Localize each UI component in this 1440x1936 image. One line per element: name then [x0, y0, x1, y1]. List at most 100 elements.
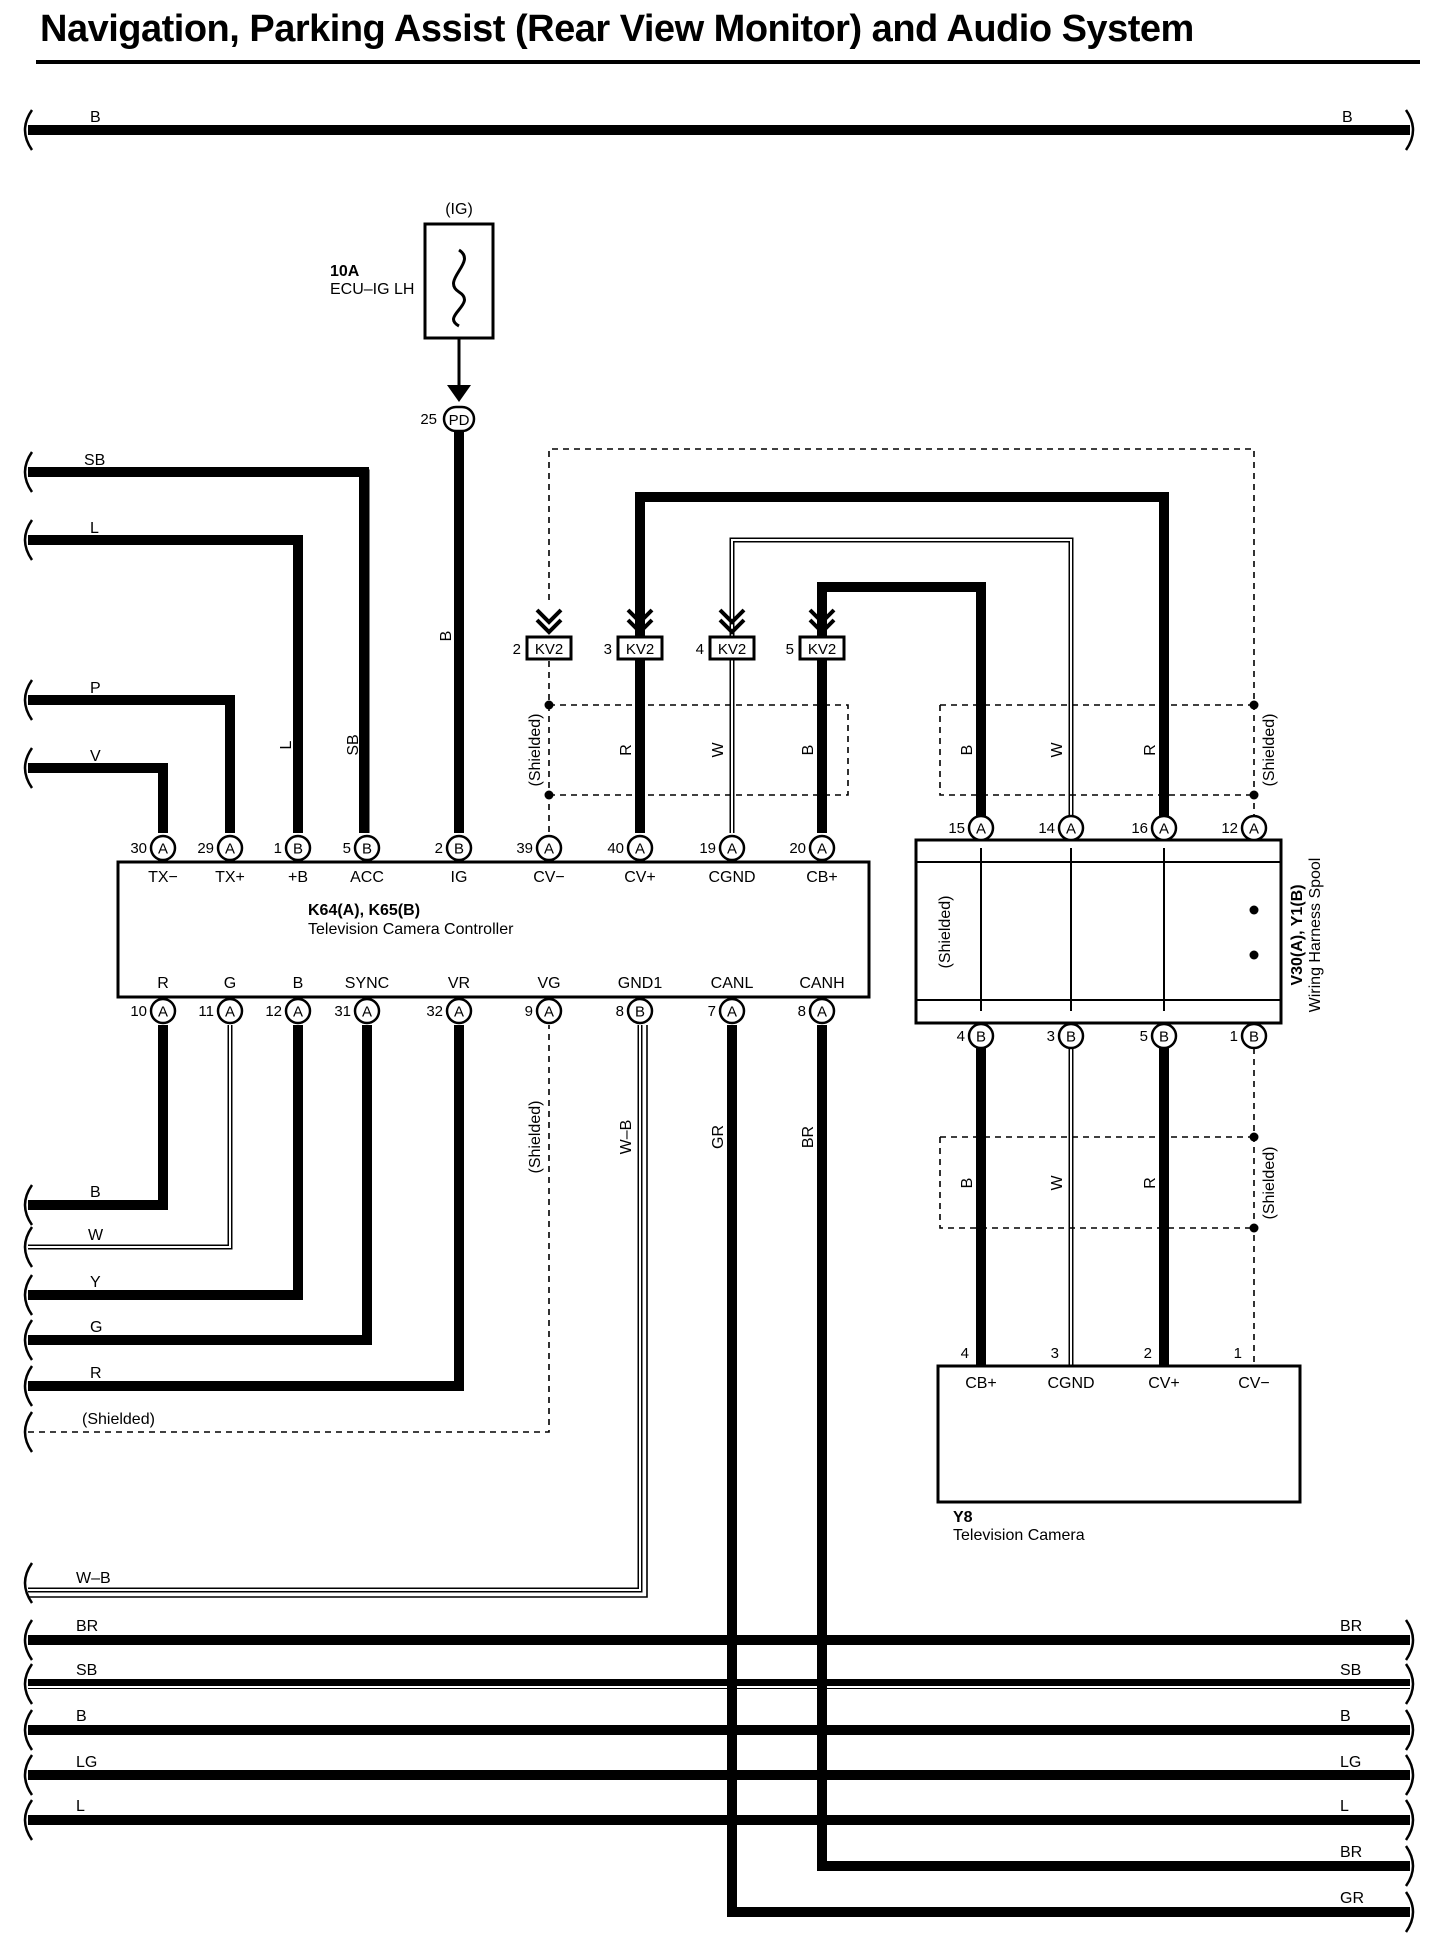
break-symbol [23, 1319, 34, 1361]
controller-bottom-pin [216, 997, 244, 1025]
spool-shield-label: (Shielded) [937, 896, 954, 969]
camera-subtitle: Television Camera [953, 1527, 1085, 1544]
pin-number: 11 [198, 1003, 214, 1020]
spool-top-pin [1057, 814, 1085, 842]
left-bottom-label-y: Y [90, 1274, 101, 1291]
pin-number: 5 [1140, 1028, 1148, 1045]
vertical-label-plus-b: L [278, 740, 295, 749]
fuse-box [423, 222, 495, 340]
left-wire-label-sb: SB [84, 452, 105, 469]
controller-name: K64(A), K65(B) [308, 902, 420, 919]
kv2-label: KV2 [626, 641, 654, 658]
spool-bottom-pin [967, 1022, 995, 1050]
controller-bottom-pin [808, 997, 836, 1025]
vertical-label-cb-plus: B [800, 745, 817, 756]
pin-number: 1 [274, 840, 282, 857]
break-symbol [1404, 109, 1415, 151]
controller-top-terminal: CV− [533, 869, 565, 886]
pd-connector [442, 405, 476, 433]
bus-left-label: B [76, 1708, 87, 1725]
pd-connector-label: PD [449, 412, 470, 429]
pin-number: 10 [130, 1003, 147, 1020]
bus-left-label: LG [76, 1754, 97, 1771]
controller-top-pin [535, 834, 563, 862]
pin-number: 8 [616, 1003, 624, 1020]
bus-right-label: BR [1340, 1618, 1362, 1635]
page-title: Navigation, Parking Assist (Rear View Mo… [40, 8, 1194, 50]
controller-bottom-terminal: SYNC [345, 975, 389, 992]
splice-dot [1249, 1132, 1259, 1142]
break-symbol [23, 451, 34, 493]
wire-canl-gr [727, 1025, 1410, 1917]
camera-terminal: CV+ [1148, 1375, 1180, 1392]
break-symbol [23, 1365, 34, 1407]
vertical-label-gnd1: W–B [618, 1120, 635, 1155]
camera-terminal: CV− [1238, 1375, 1270, 1392]
camera-box [936, 1364, 1302, 1504]
controller-top-terminal: TX+ [215, 869, 245, 886]
controller-bottom-pin [284, 997, 312, 1025]
spool-upper-label-shielded: (Shielded) [1261, 714, 1278, 787]
fuse-arrow [447, 385, 471, 402]
fuse-rating: 10A [330, 263, 360, 280]
pin-connector-letter: A [635, 841, 645, 858]
camera-pin-number: 1 [1234, 1345, 1242, 1362]
pin-connector-letter: A [976, 821, 986, 838]
camera-pin-number: 2 [1144, 1345, 1152, 1362]
kv2-connector [798, 635, 846, 661]
break-symbol [23, 109, 34, 151]
kv2-arrow [535, 608, 563, 635]
wire-acc-sb-outline [28, 467, 369, 833]
controller-box [116, 860, 871, 999]
pin-number: 5 [343, 840, 351, 857]
wire-gnd1-wb [28, 1025, 641, 1591]
pin-connector-letter: B [1249, 1029, 1259, 1046]
pin-number: 1 [1230, 1028, 1238, 1045]
controller-top-pin [718, 834, 746, 862]
camera-pin-number: 4 [961, 1345, 969, 1362]
bus-right-label: GR [1340, 1890, 1364, 1907]
controller-bottom-pin [535, 997, 563, 1025]
kv2-label: KV2 [808, 641, 836, 658]
controller-bottom-terminal: B [293, 975, 304, 992]
pin-connector-letter: B [635, 1004, 645, 1021]
bus-right-label: SB [1340, 1662, 1361, 1679]
wire-cb-plus-b [817, 582, 986, 833]
break-symbol [23, 679, 34, 721]
wire-acc-sb [28, 471, 368, 833]
controller-bottom-pin [445, 997, 473, 1025]
pin-number: 40 [607, 840, 624, 857]
wire-gnd1-wb-outer [28, 1025, 648, 1598]
spool-upper-label-w: W [1049, 742, 1066, 758]
break-symbol [1404, 1663, 1415, 1705]
controller-top-terminal: CB+ [806, 869, 838, 886]
wire-cgnd-w [731, 539, 1072, 833]
wire-sync-g [28, 1025, 372, 1345]
wire-canh-br [817, 1025, 1410, 1871]
pin-connector-letter: A [158, 841, 168, 858]
pin-connector-letter: B [293, 841, 303, 858]
pin-connector-letter: B [1159, 1029, 1169, 1046]
pin-connector-letter: B [1066, 1029, 1076, 1046]
left-bottom-label-g: G [90, 1319, 102, 1336]
break-symbol [1404, 1891, 1415, 1933]
break-symbol [23, 1274, 34, 1316]
splice-dot [1249, 950, 1259, 960]
splice-dot [1249, 700, 1259, 710]
pin-number: 9 [525, 1003, 533, 1020]
shield-cv-minus [548, 448, 1255, 833]
controller-top-pin [149, 834, 177, 862]
splice-dot [1249, 905, 1259, 915]
pin-connector-letter: A [1249, 821, 1259, 838]
bus-left-label: W–B [76, 1570, 111, 1587]
camera-terminal: CB+ [965, 1375, 997, 1392]
controller-subtitle: Television Camera Controller [308, 921, 514, 938]
vertical-label-shielded-cv-minus: (Shielded) [527, 714, 544, 787]
pin-number: 20 [789, 840, 806, 857]
splice-dot [1249, 790, 1259, 800]
kv2-label: KV2 [535, 641, 563, 658]
break-symbol [23, 1754, 34, 1796]
controller-top-terminal: CV+ [624, 869, 656, 886]
wire-acc-sb [28, 469, 370, 833]
